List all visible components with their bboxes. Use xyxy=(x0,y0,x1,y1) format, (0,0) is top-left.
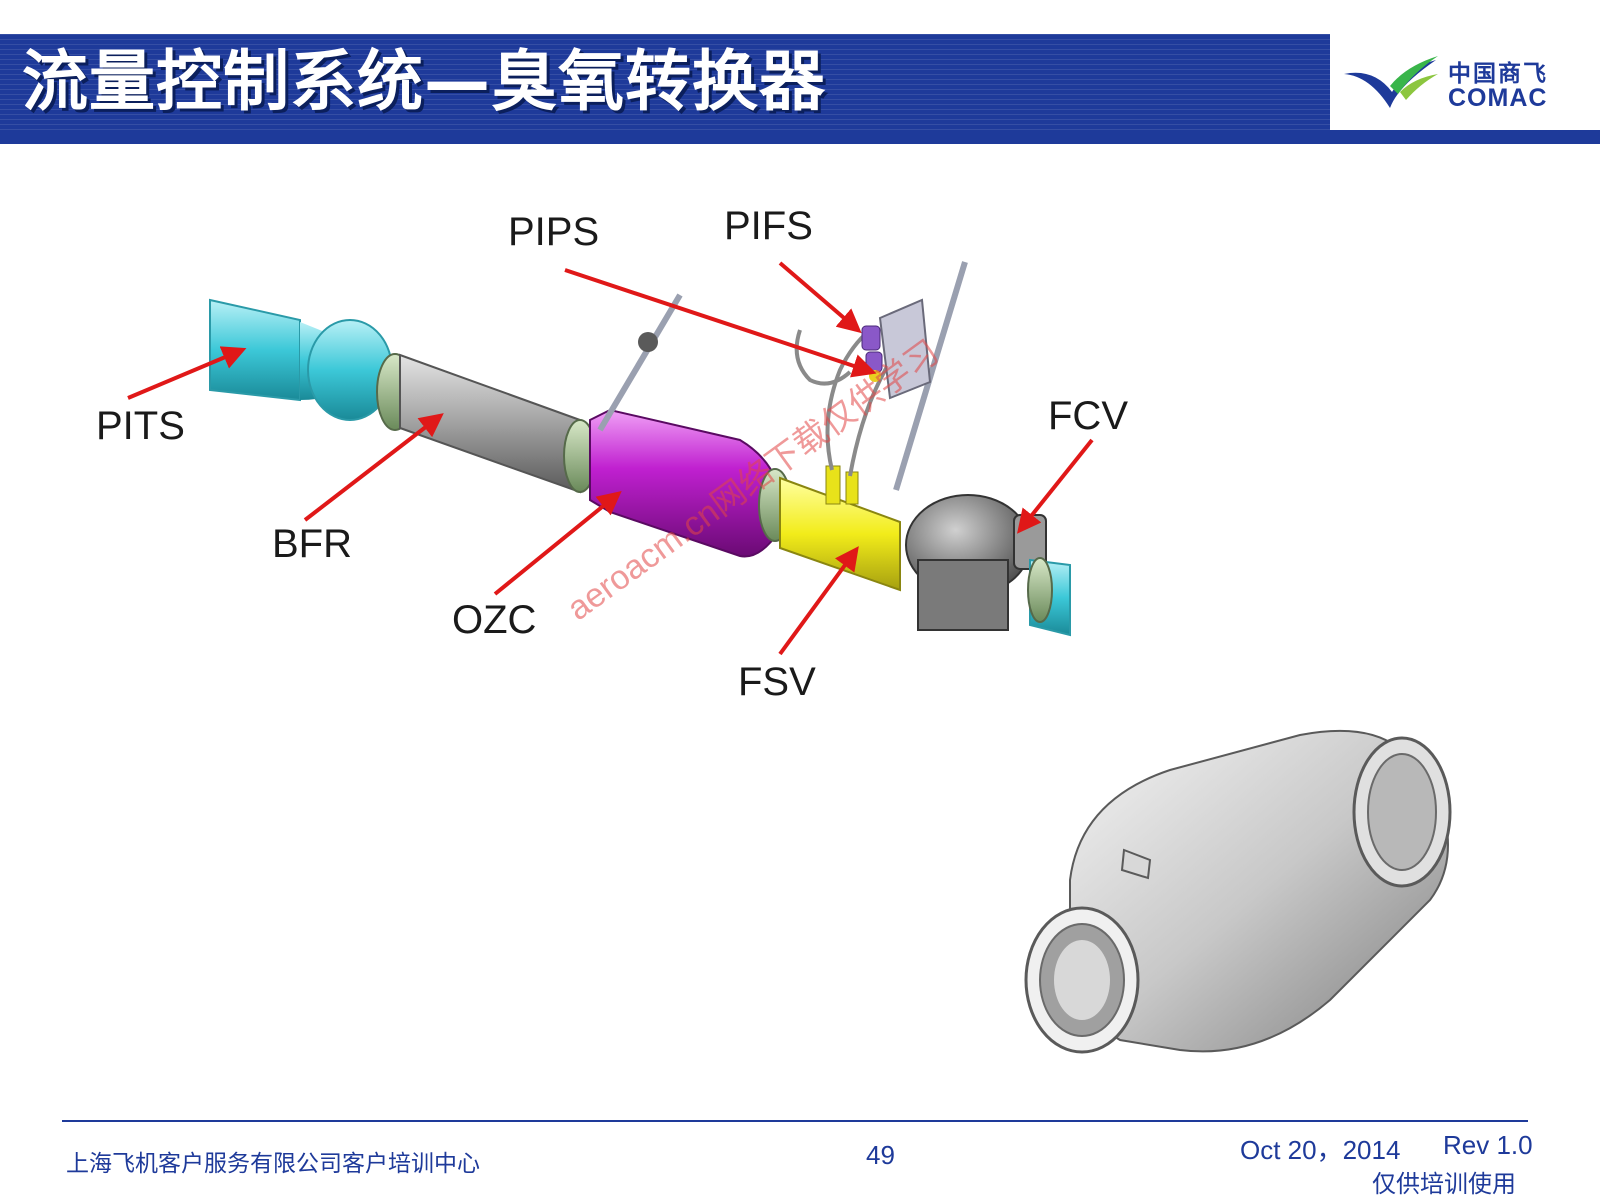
label-pifs: PIFS xyxy=(724,204,813,248)
label-ozc: OZC xyxy=(452,598,537,642)
bfr-duct xyxy=(399,353,597,494)
footer-date: Oct 20，2014 xyxy=(1240,1135,1401,1165)
footer-revision: Rev 1.0 xyxy=(1443,1130,1533,1160)
label-pips: PIPS xyxy=(508,210,600,254)
slide-header: 流量控制系统—臭氧转换器 中国商飞 COMAC xyxy=(0,34,1600,144)
comac-wing-icon xyxy=(1344,56,1438,108)
label-fcv: FCV xyxy=(1048,394,1128,438)
title-bar: 流量控制系统—臭氧转换器 xyxy=(0,34,1330,130)
upstream-duct xyxy=(209,298,393,421)
callout-arrows xyxy=(127,261,1094,656)
page-number: 49 xyxy=(866,1140,895,1170)
footer-rule xyxy=(62,1120,1528,1122)
comac-logo: 中国商飞 COMAC xyxy=(1340,46,1590,126)
label-fsv: FSV xyxy=(738,660,816,704)
ozone-converter-3d-view xyxy=(1024,729,1452,1054)
slide-title: 流量控制系统—臭氧转换器 xyxy=(22,43,826,120)
label-bfr: BFR xyxy=(272,522,352,566)
header-rule xyxy=(0,130,1600,144)
logo-english-text: COMAC xyxy=(1448,84,1548,112)
footer-organization: 上海飞机客户服务有限公司客户培训中心 xyxy=(66,1151,480,1177)
footer-usage-note: 仅供培训使用 xyxy=(1372,1170,1516,1198)
fcv-valve xyxy=(905,494,1071,637)
label-pits: PITS xyxy=(96,404,185,448)
fsv-duct xyxy=(779,465,901,592)
logo-chinese-text: 中国商飞 xyxy=(1448,61,1548,87)
